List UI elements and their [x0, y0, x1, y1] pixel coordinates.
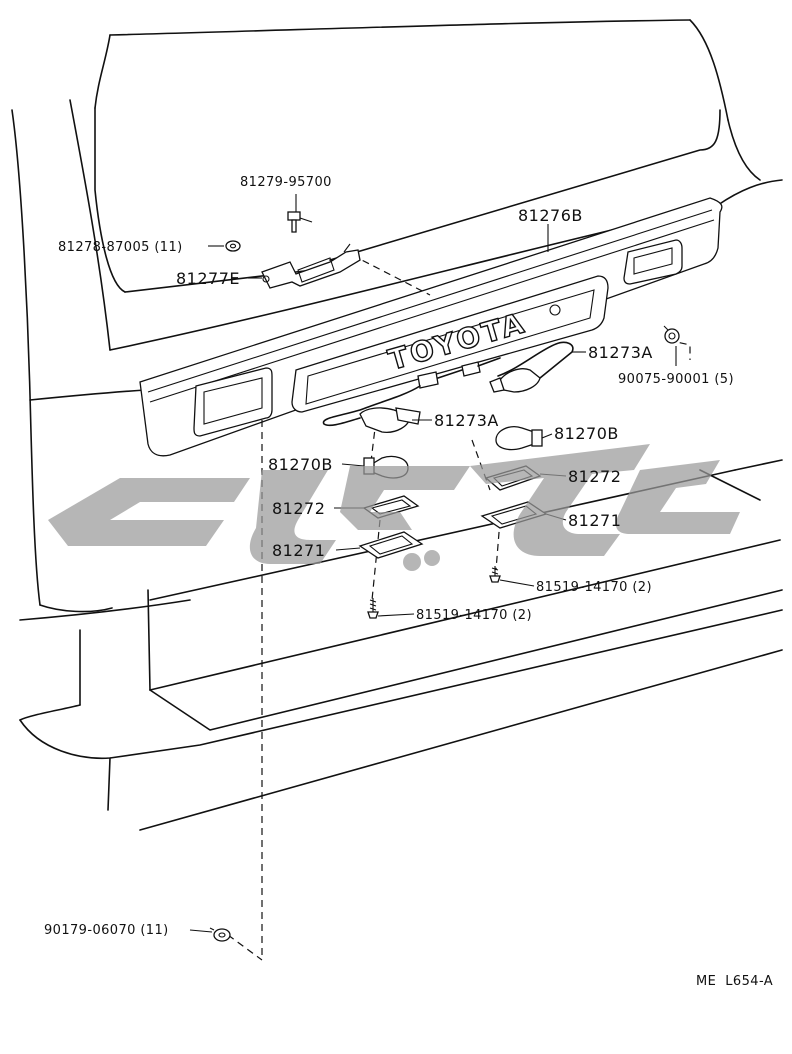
- screw-icon-right: [489, 566, 501, 583]
- label-81270B-right: 81270B: [554, 424, 619, 443]
- washer-icon: [225, 240, 241, 252]
- label-81278-87005: 81278-87005 (11): [58, 240, 183, 255]
- label-81270B-left: 81270B: [268, 455, 333, 474]
- clip-icon-bottom: [209, 927, 231, 942]
- lens-icon-left: [358, 531, 424, 559]
- screw-icon: [287, 211, 313, 233]
- label-90179-06070: 90179-06070 (11): [44, 923, 169, 938]
- vehicle-body-outline: [11, 19, 783, 831]
- label-90075-90001: 90075-90001 (5): [618, 372, 734, 387]
- bulb-icon-right: [495, 426, 543, 451]
- label-81272-right: 81272: [568, 467, 621, 486]
- garnish-panel: [139, 197, 723, 457]
- label-81271-left: 81271: [272, 541, 325, 560]
- watermark-logo: [48, 444, 740, 571]
- label-81271-right: 81271: [568, 511, 621, 530]
- diagram-code: ME L654-A: [696, 974, 773, 989]
- clip-icon: [663, 325, 680, 344]
- lock-bracket-icon: [261, 243, 361, 289]
- label-81273A-middle: 81273A: [434, 411, 499, 430]
- label-81276B: 81276B: [518, 206, 583, 225]
- label-81273A-top: 81273A: [588, 343, 653, 362]
- label-81519-14170-right: 81519-14170 (2): [536, 580, 652, 595]
- label-81279-95700: 81279-95700: [240, 175, 332, 190]
- part-labels: 81279-95700 81278-87005 (11) 81277E 8127…: [44, 175, 773, 989]
- screw-icon-left: [367, 598, 379, 619]
- lamp-socket-icon-upper: [417, 341, 574, 393]
- label-81519-14170-left: 81519-14170 (2): [416, 608, 532, 623]
- label-81277E: 81277E: [176, 269, 240, 288]
- label-81272-left: 81272: [272, 499, 325, 518]
